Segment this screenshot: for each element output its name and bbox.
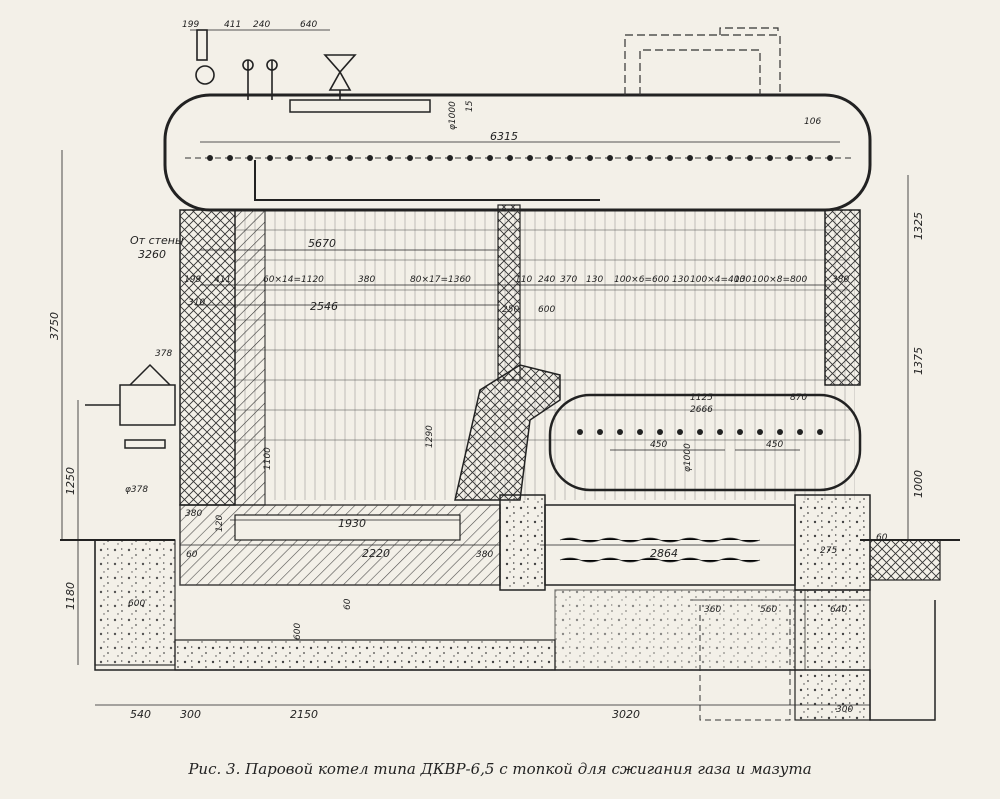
dim-bot-300: 300 [180, 708, 201, 721]
dim-f-130b: 130 [672, 275, 689, 285]
dim-b-380: 380 [185, 509, 202, 519]
dim-b-120: 120 [215, 515, 225, 532]
dim-found-360: 360 [704, 605, 721, 615]
dim-top-411: 411 [224, 20, 241, 30]
dim-drum-106: 106 [804, 117, 821, 127]
dimension-lines [61, 29, 909, 706]
dim-f-100x6: 100×6=600 [614, 275, 669, 285]
baffle-wall [454, 204, 561, 501]
dim-f-1100: 1100 [263, 447, 273, 470]
dim-f-60x14: 60×14=1120 [263, 275, 324, 285]
dim-f-100x8: 100×8=800 [752, 275, 807, 285]
dim-f-199: 199 [184, 275, 201, 285]
burner [85, 363, 176, 449]
wall-label-line2: 3260 [138, 248, 166, 261]
dim-b-60: 60 [186, 550, 198, 560]
dim-f-450a: 450 [650, 440, 667, 450]
dim-found-600b: 600 [293, 623, 303, 640]
dim-found-1180: 1180 [64, 582, 77, 610]
upper-drum [163, 93, 872, 212]
hearth [179, 494, 871, 591]
dim-found-560: 560 [760, 605, 777, 615]
dim-f-240: 240 [538, 275, 555, 285]
dim-b-275: 275 [820, 546, 837, 556]
dim-drum-1000: φ1000 [448, 101, 458, 130]
dim-f-110: 110 [515, 275, 532, 285]
dim-left-1250: 1250 [64, 467, 77, 495]
tube-bank [235, 210, 855, 500]
dim-top-199: 199 [182, 20, 199, 30]
dim-bot-3020: 3020 [612, 708, 640, 721]
dim-top-640: 640 [300, 20, 317, 30]
right-wall [824, 209, 861, 386]
dim-5670: 5670 [308, 237, 336, 250]
dim-f-310: 310 [188, 298, 205, 308]
dim-f-130: 130 [586, 275, 603, 285]
dim-f-370: 370 [560, 275, 577, 285]
dim-f-1000d: φ1000 [683, 443, 693, 472]
boiler-drawing: 199 411 240 640 φ1000 15 6315 106 3750 1… [48, 20, 960, 721]
figure-caption: Рис. 3. Паровой котел типа ДКВР-6,5 с то… [188, 760, 812, 778]
dim-b-380r: 380 [476, 550, 493, 560]
dim-f-80x17: 80×17=1360 [410, 275, 471, 285]
dim-b-1930: 1930 [338, 517, 366, 530]
dim-f-1125: 1125 [690, 393, 713, 403]
dim-top-240: 240 [253, 20, 270, 30]
dim-f-411: 411 [214, 275, 231, 285]
dim-f-100x4: 100×4=400 [690, 275, 745, 285]
dim-f-250: 250 [502, 305, 519, 315]
flue-outline [624, 27, 781, 95]
dim-f-2546: 2546 [310, 300, 338, 313]
dim-f-600: 600 [538, 305, 555, 315]
wall-label-line1: От стены [130, 234, 184, 247]
left-wall [179, 209, 266, 506]
dim-bot-300r: 300 [836, 705, 853, 715]
dim-found-600: 600 [128, 599, 145, 609]
dim-f-378: 378 [155, 349, 172, 359]
dimension-labels: 199 411 240 640 φ1000 15 6315 106 3750 1… [48, 20, 925, 721]
dim-b-60r: 60 [876, 533, 888, 543]
dim-f-130c: 130 [734, 275, 751, 285]
dim-found-640: 640 [830, 605, 847, 615]
dim-right-1325: 1325 [912, 212, 925, 240]
dim-left-3750: 3750 [48, 312, 61, 340]
dim-f-1290: 1290 [425, 425, 435, 448]
dim-f-450b: 450 [766, 440, 783, 450]
dim-right-1000: 1000 [912, 470, 925, 498]
dim-drum-6315: 6315 [490, 130, 518, 143]
dim-b-2864: 2864 [650, 547, 678, 560]
dim-bot-2150: 2150 [290, 708, 318, 721]
dim-phi378: φ378 [125, 485, 148, 495]
lower-drum [548, 393, 862, 492]
dim-right-1375: 1375 [912, 347, 925, 375]
dim-found-60: 60 [343, 598, 353, 610]
dim-drum-15: 15 [465, 100, 475, 112]
dim-f-380r: 380 [832, 275, 849, 285]
dim-bot-540: 540 [130, 708, 151, 721]
dim-f-870: 870 [790, 393, 807, 403]
foundation [60, 539, 960, 721]
dim-b-2220: 2220 [362, 547, 390, 560]
dim-f-380: 380 [358, 275, 375, 285]
dim-f-2666: 2666 [690, 405, 713, 415]
top-fittings [195, 29, 357, 100]
